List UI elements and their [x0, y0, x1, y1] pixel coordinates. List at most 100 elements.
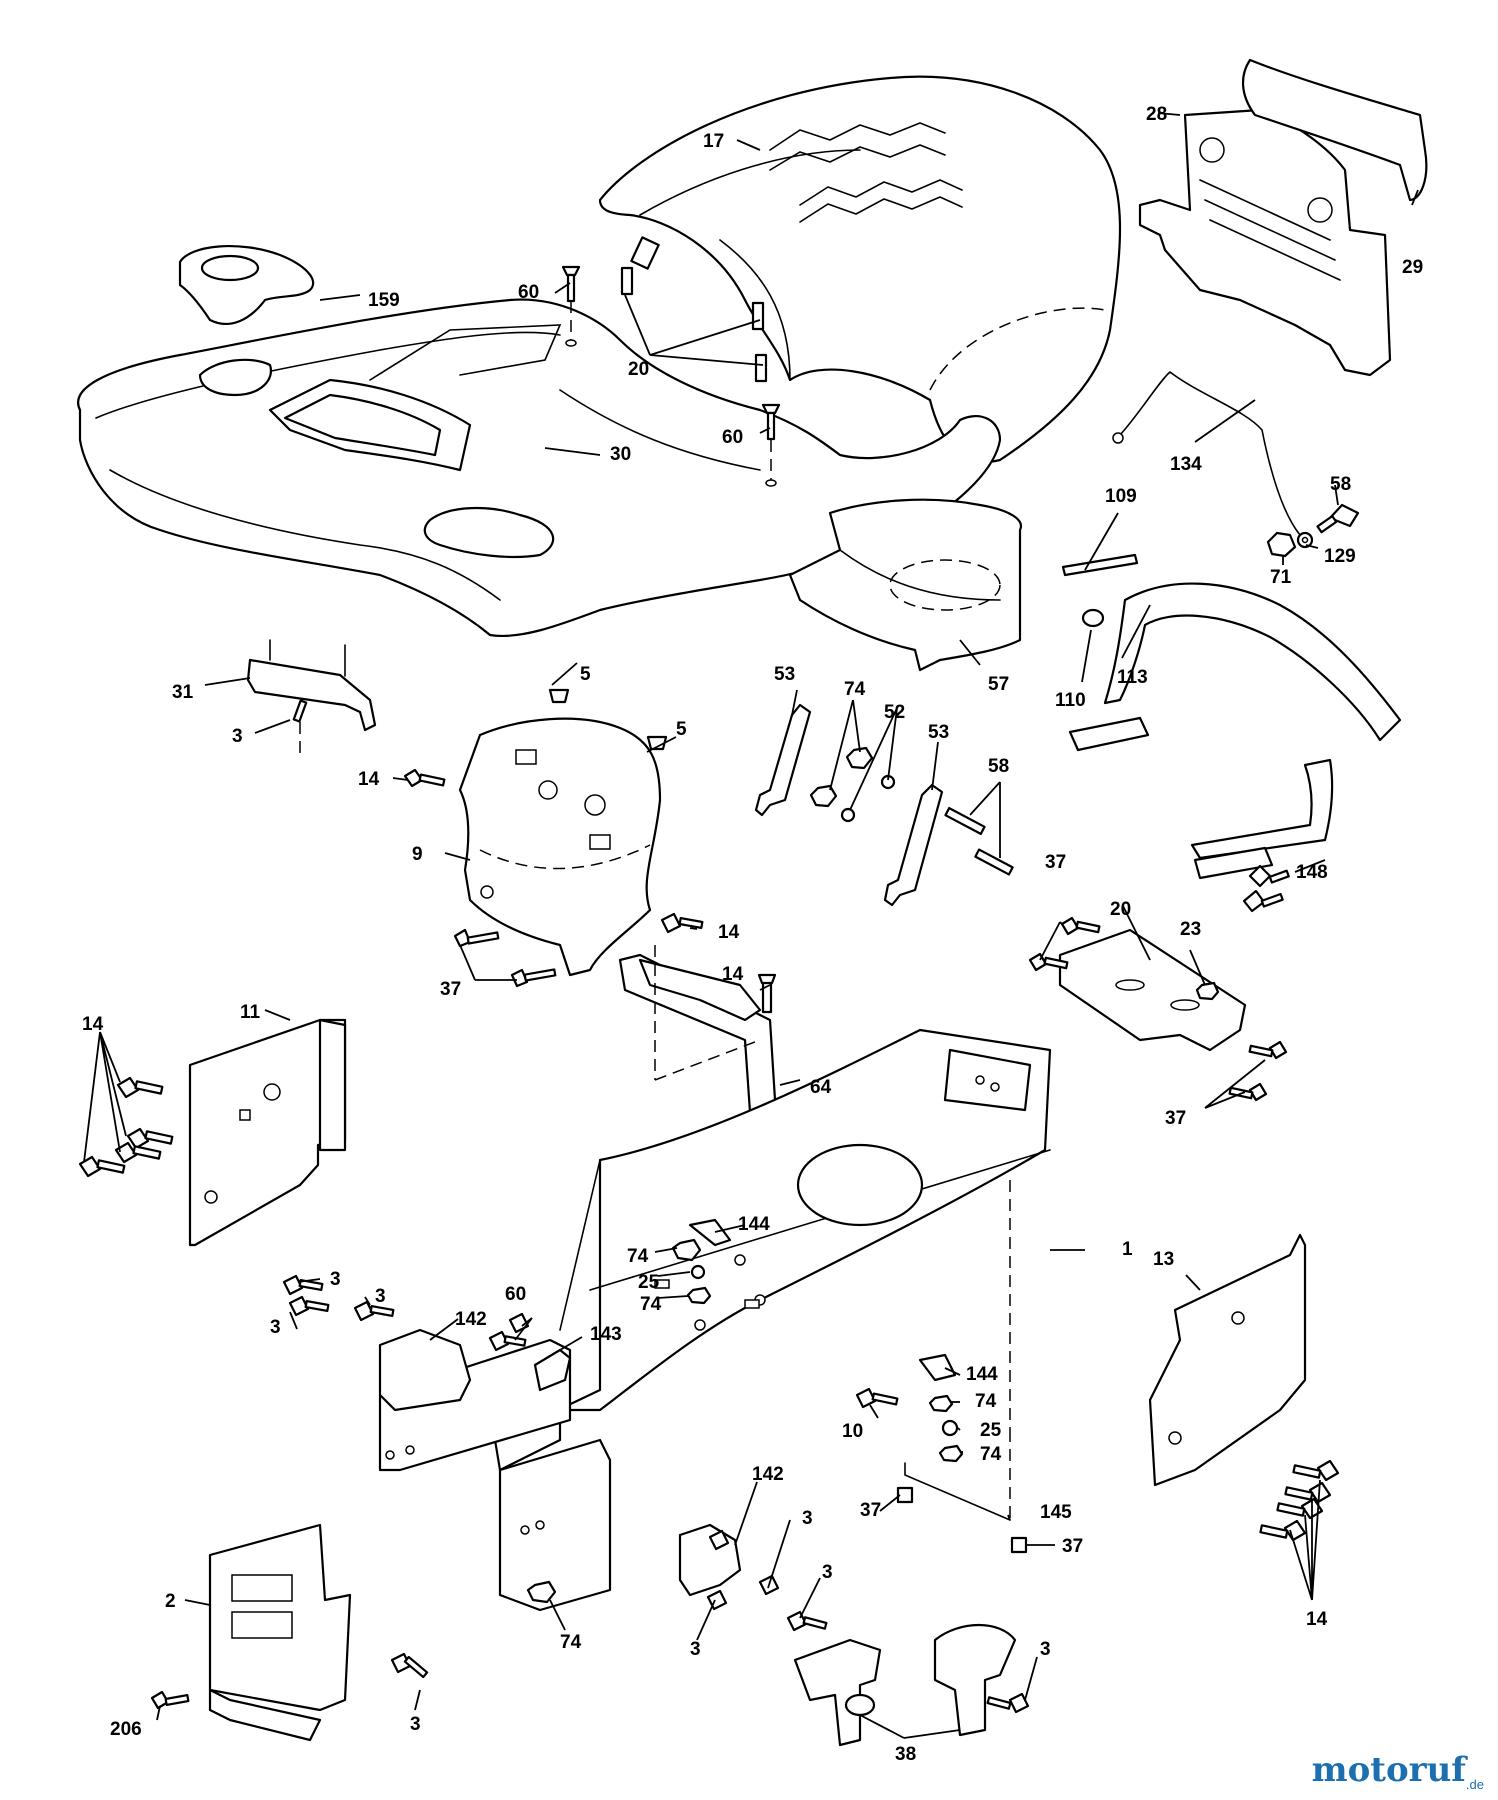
cupholder-159: [178, 245, 315, 325]
callout-20: 20: [1110, 899, 1131, 920]
side-panel-13: [1148, 1233, 1307, 1487]
callout-142-b: 142: [752, 1464, 784, 1485]
callout-53-b: 53: [928, 722, 949, 743]
callout-3-i: 3: [1040, 1639, 1051, 1660]
callout-3-g: 3: [410, 1714, 421, 1735]
washer-25-a: [690, 1264, 706, 1280]
bolt-3-38a: [786, 1610, 828, 1632]
callout-60-c: 60: [505, 1284, 526, 1305]
callout-145: 145: [1040, 1502, 1072, 1523]
bracket-53-left: [754, 703, 812, 817]
callout-17: 17: [703, 131, 724, 152]
washer-25-b: [941, 1419, 959, 1437]
bolt-60-a: [561, 265, 581, 347]
callout-3-e: 3: [802, 1508, 813, 1529]
callout-129: 129: [1324, 546, 1356, 567]
hood-17: [598, 75, 1122, 463]
callout-110: 110: [1055, 690, 1086, 711]
bolt-14-dash-b: [660, 912, 704, 934]
callout-3-d: 3: [270, 1317, 281, 1338]
dash-panel-9: [458, 717, 662, 977]
leader-lines: [83, 112, 1419, 1739]
callout-3-c: 3: [375, 1286, 386, 1307]
washer-52-b: [840, 807, 856, 823]
callout-3-b: 3: [330, 1269, 341, 1290]
callout-64: 64: [810, 1077, 832, 1098]
callout-37-a: 37: [440, 979, 461, 1000]
callout-57-top: 58: [1330, 474, 1351, 495]
bolt-60-b: [761, 403, 781, 487]
bolt-37-dash: [453, 928, 557, 988]
callout-labels: 17 28 29 159 60 20 30 60 134 58 129 71 1…: [82, 104, 1423, 1765]
bar-109: [1061, 553, 1139, 577]
callout-53-a: 53: [774, 664, 795, 685]
callout-52: 52: [884, 702, 905, 723]
bolt-57-top: [1316, 503, 1360, 534]
bushing-5-b: [646, 735, 668, 751]
bracket-142-right: [678, 1523, 742, 1597]
callout-74-d: 74: [980, 1444, 1002, 1465]
callout-10: 10: [842, 1421, 863, 1442]
callout-11: 11: [240, 1002, 261, 1023]
bolt-37-a: [896, 1486, 914, 1504]
bushing-5-a: [548, 688, 570, 704]
callout-5-b: 5: [676, 719, 687, 740]
shield-58: [788, 498, 1023, 672]
bolts-60-frame: [488, 1312, 530, 1352]
callout-23: 23: [1180, 919, 1201, 940]
callout-37-b: 37: [1045, 852, 1066, 873]
side-panel-11: [188, 1018, 347, 1247]
cap-110: [1081, 608, 1105, 628]
frame-1: [378, 1028, 1052, 1612]
callout-28: 28: [1146, 104, 1167, 125]
watermark-text: motoruf: [1311, 1750, 1466, 1791]
callout-37-c: 37: [1165, 1108, 1186, 1129]
callout-29: 29: [1402, 257, 1423, 278]
bolts-14-left: [78, 1076, 174, 1178]
rod-145: [904, 1430, 1011, 1521]
callout-25-a: 25: [638, 1272, 660, 1293]
callout-18: 20: [628, 359, 649, 380]
support-64: [618, 945, 777, 1114]
brackets-38: [786, 1610, 1030, 1747]
callout-14-a: 14: [358, 769, 380, 790]
bracket-53-right: [883, 783, 944, 907]
callout-30: 30: [610, 444, 631, 465]
callout-143: 143: [590, 1324, 622, 1345]
callout-74-a: 74: [627, 1246, 649, 1267]
callout-14-c: 14: [722, 964, 744, 985]
bolt-14-dash-a: [403, 768, 446, 788]
callout-37-d: 37: [860, 1500, 881, 1521]
bolt-14-support: [757, 973, 777, 1014]
motoruf-watermark: motoruf.de: [1312, 1750, 1484, 1792]
bracket-144-right: [918, 1353, 957, 1382]
callout-60-b: 60: [722, 427, 743, 448]
bracket-142-left: [378, 1328, 472, 1412]
callout-3-h: 3: [822, 1562, 833, 1583]
bolt-57-a: [944, 806, 986, 836]
callout-37-e: 37: [1062, 1536, 1083, 1557]
callout-38: 38: [895, 1744, 916, 1765]
rod-134: [1112, 370, 1301, 536]
handle-113: [1068, 582, 1402, 880]
callout-2: 2: [165, 1591, 176, 1612]
callout-60-a: 60: [518, 282, 539, 303]
bolt-10: [855, 1387, 899, 1409]
nut-23: [1195, 981, 1220, 1001]
watermark-suffix: .de: [1465, 1777, 1484, 1792]
bolt-37-b: [1010, 1536, 1028, 1554]
callout-71: 74: [844, 679, 866, 700]
bolts-3-frame: [282, 1274, 780, 1611]
front-plate-2: [208, 1523, 352, 1742]
callout-3-f: 3: [690, 1639, 701, 1660]
bracket-143: [533, 1348, 572, 1392]
callout-31: 31: [172, 682, 194, 703]
callout-113: 113: [1117, 667, 1148, 688]
callout-1: 1: [1122, 1239, 1133, 1260]
nut-71-a: [809, 784, 838, 808]
bracket-31: [246, 639, 377, 760]
callout-13: 13: [1153, 1249, 1174, 1270]
callout-144-a: 144: [738, 1214, 770, 1235]
callout-3-a: 3: [232, 726, 243, 747]
